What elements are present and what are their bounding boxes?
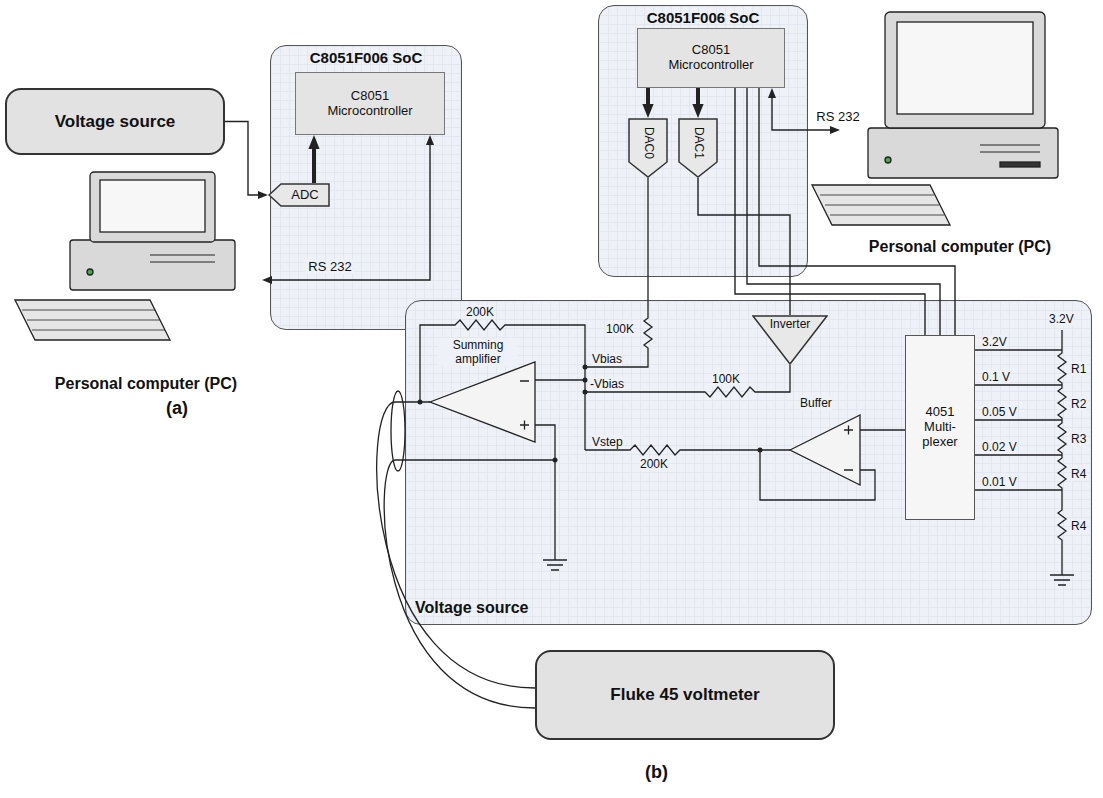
node-shape bbox=[269, 184, 329, 206]
node-text: C8051F006 SoC bbox=[310, 49, 423, 66]
opamp-signs bbox=[520, 381, 529, 430]
node-text: DAC0 bbox=[641, 127, 655, 159]
voltage-value: 0.02 V bbox=[982, 440, 1017, 454]
microcontroller-box: C8051 Microcontroller bbox=[637, 28, 785, 88]
resistor-value: 200K bbox=[640, 457, 668, 471]
amplifier-name: Buffer bbox=[800, 396, 832, 410]
node-text: C8051 Microcontroller bbox=[315, 89, 425, 119]
node-text: Personal computer (PC) bbox=[869, 238, 1051, 256]
resistor-value: 200K bbox=[466, 305, 494, 319]
figure-tag: (a) bbox=[166, 398, 188, 418]
resistor-value: 100K bbox=[712, 372, 740, 386]
node-text: Fluke 45 voltmeter bbox=[610, 685, 759, 705]
voltage-value: 0.05 V bbox=[982, 405, 1017, 419]
resistor-name: R4 bbox=[1071, 519, 1086, 533]
voltage-value: 3.2V bbox=[982, 335, 1007, 349]
node-text: ADC bbox=[291, 188, 318, 203]
soc-panel: C8051F006 SoC C8051 MicrocontrollerDAC0 DA… bbox=[598, 5, 808, 277]
connector bbox=[225, 122, 262, 196]
resistor-value: 100K bbox=[606, 322, 634, 336]
line-art bbox=[90, 172, 215, 242]
signal-name: Vstep bbox=[592, 435, 623, 449]
voltage-value: 3.2V bbox=[1049, 312, 1074, 326]
node-text: Voltage source bbox=[415, 599, 529, 617]
line-art bbox=[820, 195, 944, 215]
node-text: DAC1 bbox=[691, 127, 705, 159]
multiplexer-box: 4051 Multi- plexer bbox=[905, 335, 975, 520]
line-art bbox=[885, 157, 891, 163]
voltmeter-box: Fluke 45 voltmeter bbox=[535, 650, 835, 740]
node-shape bbox=[753, 316, 827, 364]
line-art bbox=[885, 12, 1045, 128]
signal-name: Vbias bbox=[592, 352, 622, 366]
dac-block: DAC0 bbox=[628, 118, 668, 178]
node-outline bbox=[30, 168, 262, 395]
adc-block: ADC bbox=[268, 183, 330, 207]
signal-name: -Vbias bbox=[590, 377, 624, 391]
line-art bbox=[812, 185, 950, 225]
node-text: C8051 Microcontroller bbox=[656, 43, 766, 73]
voltage-value: 0.01 V bbox=[982, 475, 1017, 489]
source-box: Voltage source bbox=[5, 88, 225, 155]
microcontroller-box: C8051 Microcontroller bbox=[295, 72, 445, 135]
line-art bbox=[583, 365, 588, 370]
opamp-signs bbox=[844, 426, 853, 471]
link-label: RS 232 bbox=[814, 109, 861, 124]
node-text: 4051 Multi- plexer bbox=[912, 405, 968, 450]
dac-block: DAC1 bbox=[678, 118, 718, 178]
line-art bbox=[1000, 162, 1040, 167]
line-art bbox=[897, 22, 1033, 114]
line-art bbox=[868, 128, 1058, 178]
line-art bbox=[87, 269, 93, 275]
node-text: Inverter bbox=[770, 318, 811, 332]
node-outline bbox=[840, 5, 1080, 258]
line-art bbox=[391, 391, 405, 471]
soc-panel: C8051F006 SoC C8051 MicrocontrollerADC bbox=[270, 45, 462, 330]
resistor-name: R4 bbox=[1071, 467, 1086, 481]
resistor-name: R3 bbox=[1071, 432, 1086, 446]
line-art bbox=[100, 180, 205, 232]
node-shape bbox=[679, 119, 717, 177]
computer-icon: Personal computer (PC) bbox=[30, 168, 262, 395]
line-art bbox=[15, 300, 170, 340]
computer-icon: Personal computer (PC) bbox=[840, 5, 1080, 258]
line-art bbox=[70, 240, 235, 290]
link-label: RS 232 bbox=[306, 259, 353, 274]
line-art bbox=[150, 255, 215, 262]
voltage-value: 0.1 V bbox=[982, 370, 1010, 384]
connector bbox=[696, 88, 700, 110]
line-art bbox=[583, 390, 588, 395]
node-text: Voltage source bbox=[55, 112, 176, 132]
connector bbox=[312, 143, 316, 183]
connector bbox=[646, 88, 650, 110]
node-text: Personal computer (PC) bbox=[55, 375, 237, 393]
line-art bbox=[583, 378, 588, 383]
node-shape bbox=[629, 119, 667, 177]
line-art bbox=[758, 448, 763, 453]
amplifier-name: Summing amplifier bbox=[438, 338, 518, 366]
inverter-symbol: Inverter bbox=[752, 315, 828, 365]
resistor-name: R1 bbox=[1071, 362, 1086, 376]
figure-tag: (b) bbox=[645, 762, 668, 782]
pc-a-illustration bbox=[15, 172, 235, 340]
resistor-name: R2 bbox=[1071, 397, 1086, 411]
line-art bbox=[22, 310, 165, 330]
node-text: C8051F006 SoC bbox=[647, 9, 760, 26]
pc-b-illustration bbox=[812, 12, 1058, 225]
line-art bbox=[980, 145, 1040, 152]
